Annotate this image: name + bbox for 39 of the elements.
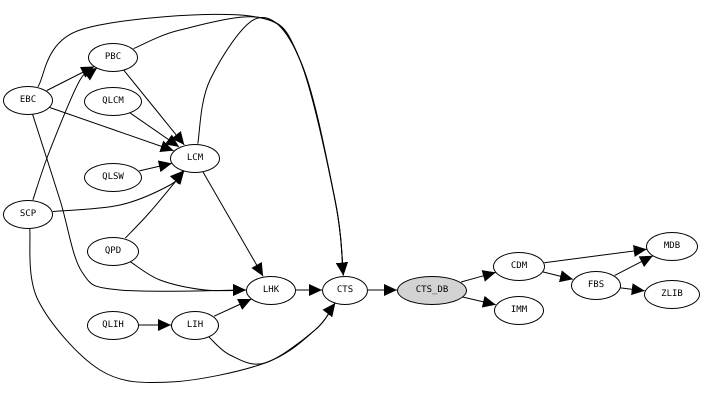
arrow (52, 170, 184, 212)
ellipse-node: CDM (493, 252, 545, 280)
ellipse-node: LHK (246, 276, 296, 304)
arrow (460, 270, 496, 282)
arrow (138, 160, 172, 172)
arrow (130, 261, 246, 296)
arrow (296, 284, 322, 296)
arrow (46, 66, 95, 91)
arrow (123, 70, 185, 146)
ellipse-node: IMM (494, 296, 544, 324)
arrow (368, 284, 398, 296)
arrow (138, 319, 172, 331)
ellipse-node: FBS (571, 270, 621, 300)
ellipse-node: MDB (646, 232, 698, 260)
ellipse-node: QPD (87, 236, 139, 266)
ellipse-node: QLCM (84, 86, 142, 116)
ellipse-node: EBC (3, 86, 53, 114)
arrow (542, 270, 574, 282)
arrow (208, 302, 336, 365)
ellipse-node: SCP (3, 200, 53, 228)
arrow (124, 170, 185, 239)
ellipse-node: CTS (322, 276, 368, 304)
arrow (620, 283, 646, 296)
ellipse-node: LCM (170, 144, 220, 172)
arrow (214, 298, 252, 317)
arrow (544, 245, 648, 264)
ellipse-node: ZLIB (644, 280, 700, 308)
ellipse-node: PBC (88, 42, 138, 72)
arrow (462, 296, 496, 308)
arrow (129, 112, 180, 148)
arrow (202, 171, 264, 277)
ellipse-node: CTS_DB (397, 276, 467, 304)
ellipse-node: QLIH (87, 310, 139, 340)
arrow (32, 68, 98, 200)
ellipse-node: LIH (171, 310, 219, 340)
ellipse-node: QLSW (84, 162, 142, 192)
arrow (614, 255, 654, 276)
arrow (48, 106, 174, 152)
arrow (197, 17, 348, 276)
